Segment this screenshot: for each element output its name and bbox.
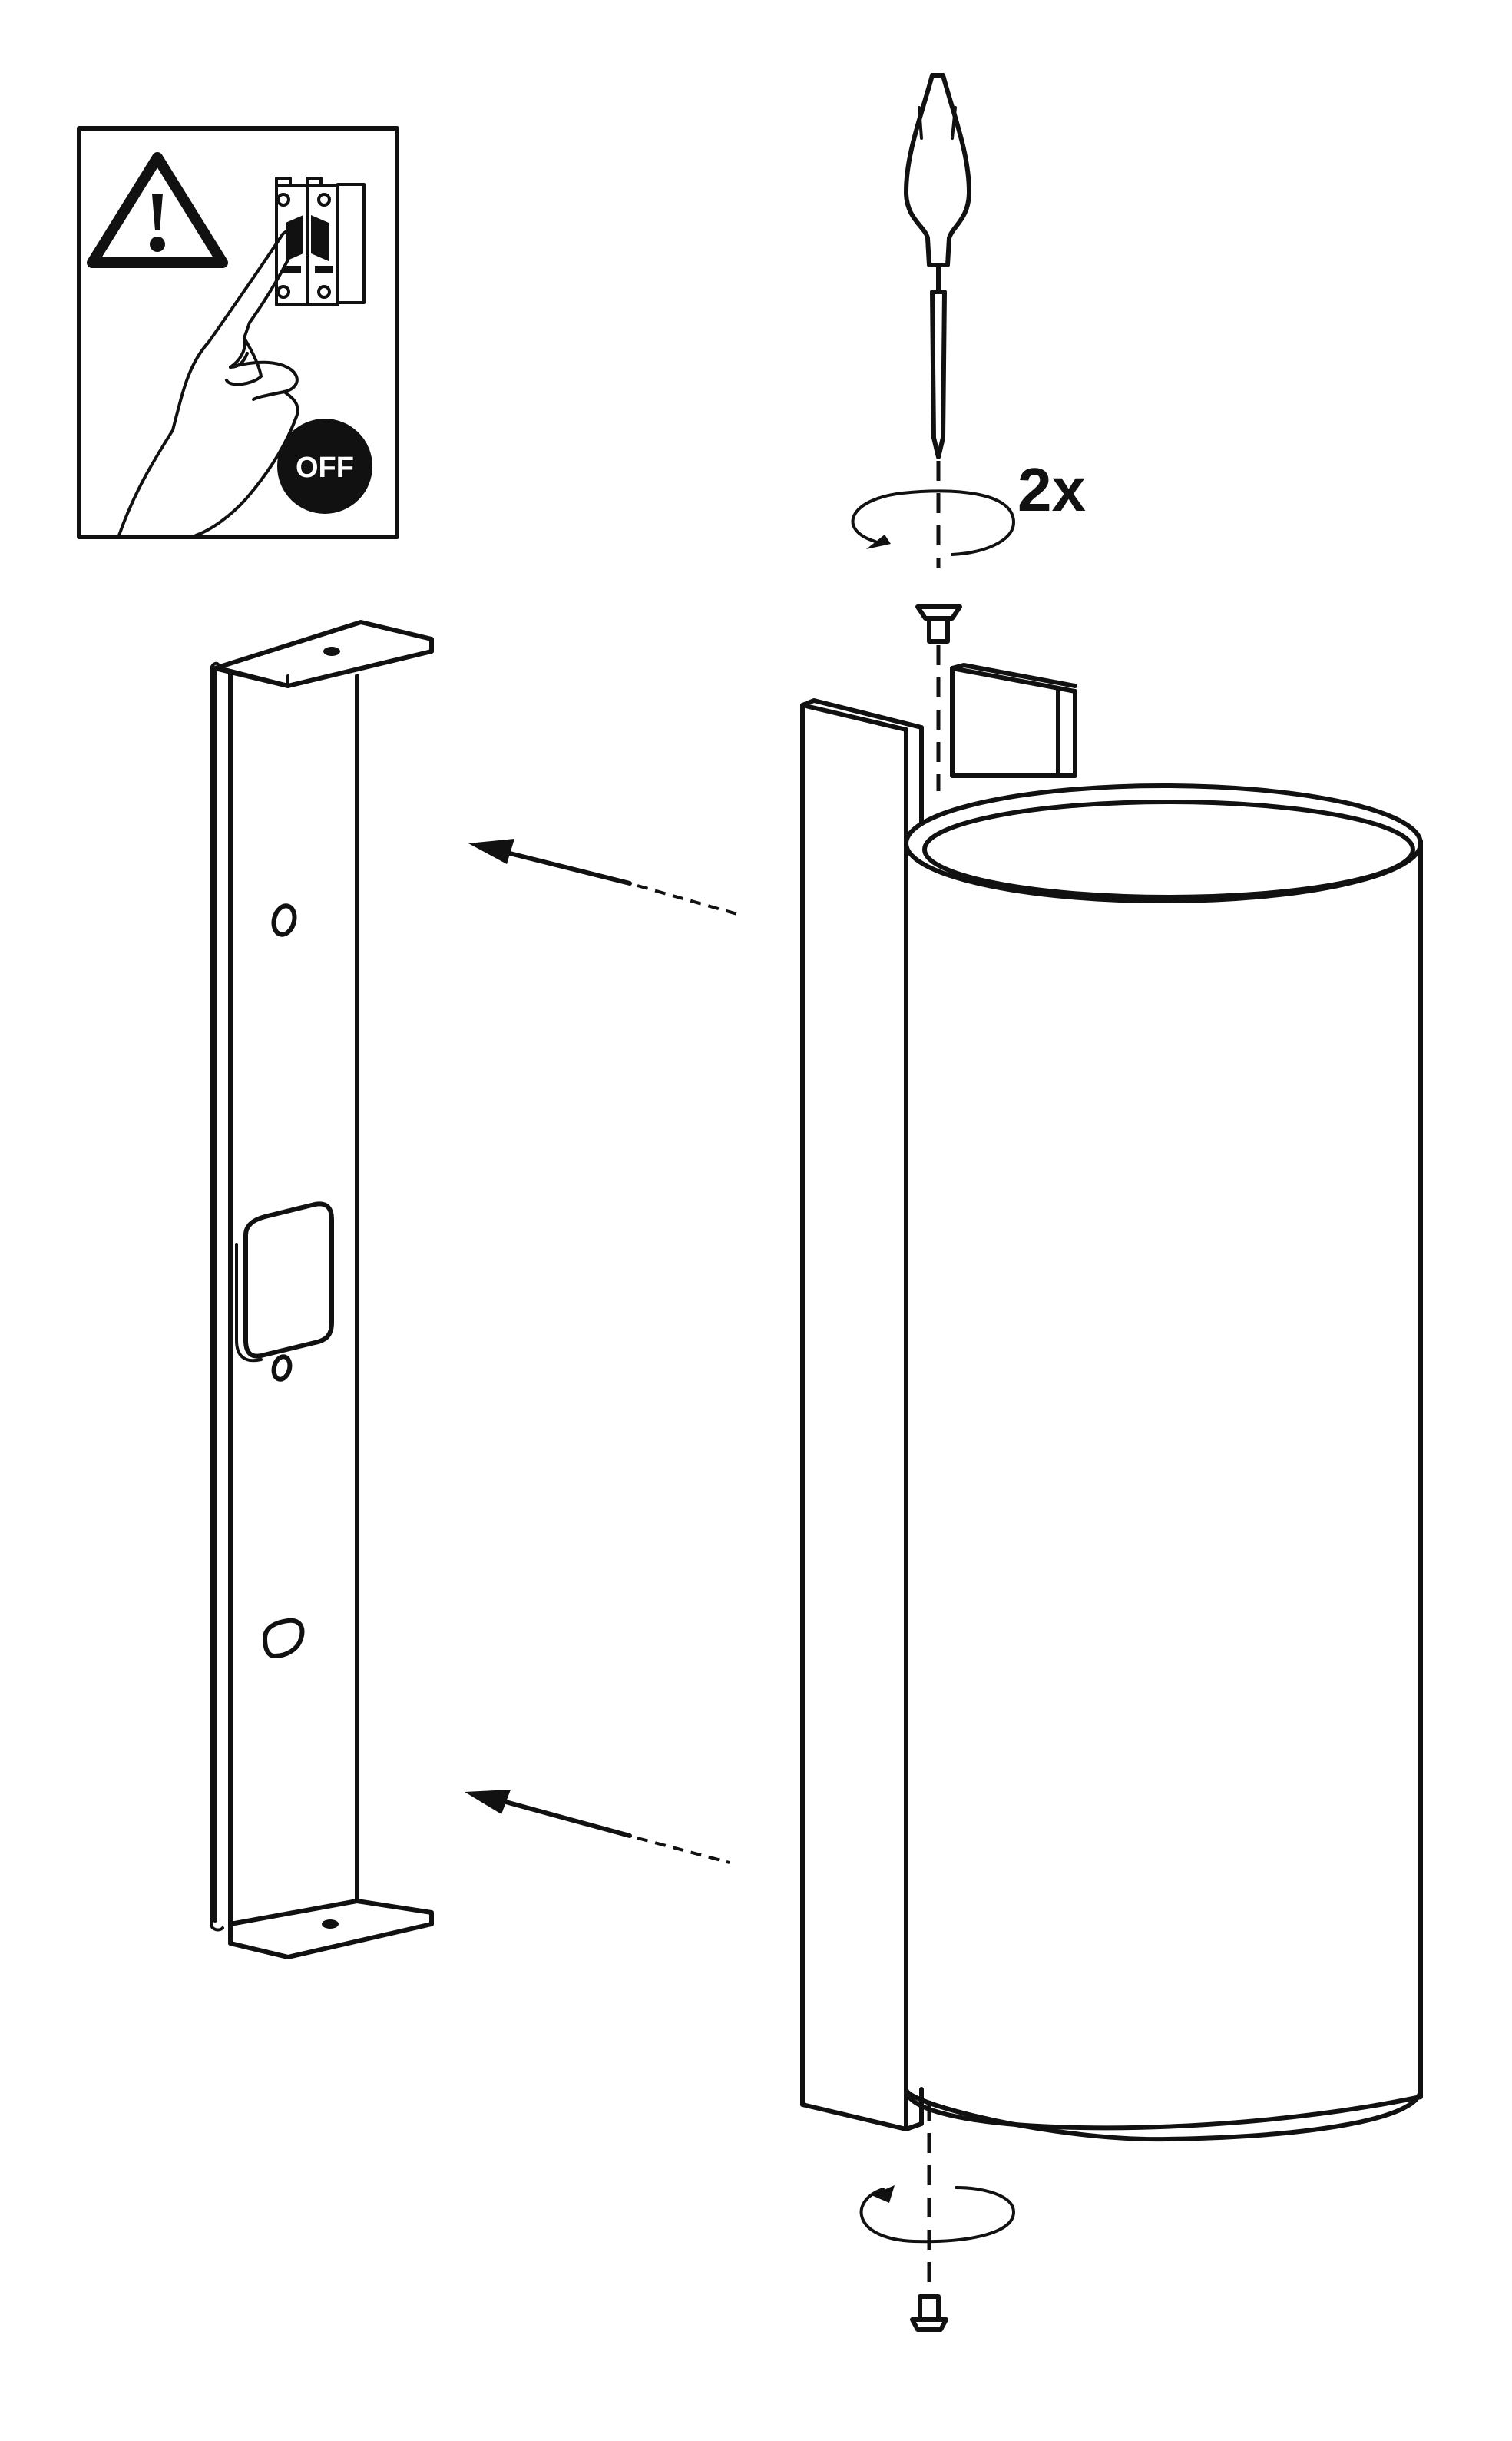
arrow-top-icon bbox=[468, 839, 738, 916]
mounting-plate bbox=[800, 698, 924, 2131]
bracket-bottom-hole bbox=[322, 1919, 339, 1929]
rotation-arrow-bottom-icon bbox=[859, 2185, 1015, 2244]
bracket-top-flange bbox=[213, 620, 434, 688]
bracket-top-hole bbox=[323, 647, 340, 656]
bracket-hole-2 bbox=[271, 1354, 293, 1382]
off-badge: OFF bbox=[277, 419, 372, 514]
screw-count-label: 2x bbox=[1017, 455, 1086, 524]
screw-top-icon bbox=[915, 604, 962, 644]
warning-panel-frame bbox=[77, 126, 399, 539]
arrow-bottom-icon bbox=[465, 1790, 730, 1864]
bracket-cable-opening bbox=[243, 1201, 334, 1359]
bracket-hole-1 bbox=[271, 903, 297, 937]
rear-plate bbox=[950, 666, 1077, 778]
bracket-slot bbox=[263, 1618, 305, 1658]
lamp-body bbox=[800, 663, 1423, 2142]
cylinder-shade bbox=[904, 839, 1423, 2131]
hand-icon bbox=[117, 229, 299, 537]
screw-bottom-icon bbox=[910, 2294, 948, 2332]
circuit-breaker-icon bbox=[275, 177, 366, 306]
rotation-arrow-top-icon bbox=[851, 489, 1015, 556]
wall-bracket bbox=[210, 620, 434, 1959]
screwdriver-icon bbox=[904, 73, 971, 459]
cylinder-top-rim bbox=[904, 783, 1423, 903]
off-label: OFF bbox=[296, 452, 354, 484]
warning-panel: OFF bbox=[77, 126, 399, 539]
warning-triangle-icon bbox=[87, 152, 228, 268]
